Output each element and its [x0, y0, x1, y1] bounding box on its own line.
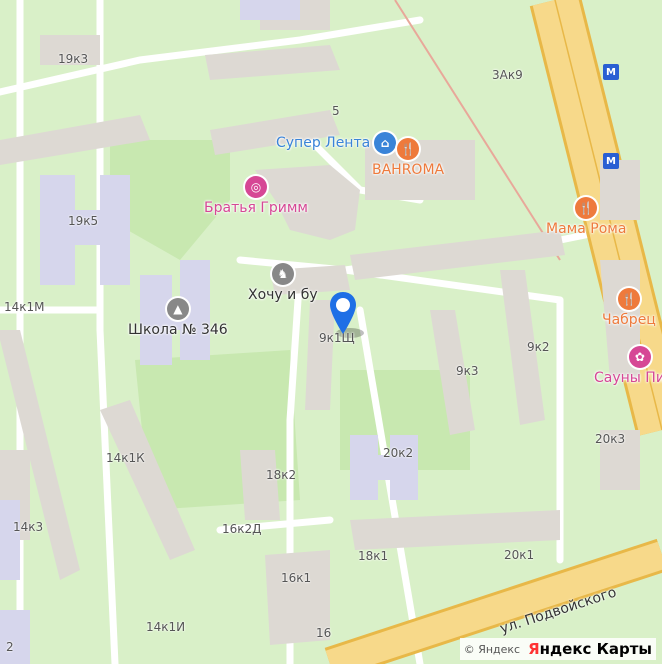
- building-label: 14к3: [13, 520, 44, 534]
- poi-label: Мама Рома: [546, 221, 627, 237]
- restaurant-icon: 🍴: [617, 288, 640, 310]
- yandex-maps-logo[interactable]: Яндекс Карты: [528, 640, 652, 658]
- restaurant-icon: 🍴: [575, 197, 598, 219]
- poi-hochu[interactable]: ♞ Хочу и бу: [248, 263, 318, 303]
- building-label: 19к3: [58, 52, 89, 66]
- metro-icon[interactable]: М: [603, 64, 619, 80]
- building-label: 5: [332, 104, 340, 118]
- poi-label: Школа № 346: [128, 322, 228, 338]
- poi-label: Хочу и бу: [248, 287, 318, 303]
- restaurant-icon: 🍴: [397, 138, 420, 160]
- building-label: 20к3: [595, 432, 626, 446]
- location-pin-icon[interactable]: [328, 290, 358, 336]
- building-label: 2: [6, 640, 14, 654]
- poi-bratya[interactable]: ◎ Братья Гримм: [204, 176, 308, 216]
- poi-label: Чабрец: [602, 312, 656, 328]
- building-label: 9к1Щ: [319, 331, 355, 345]
- building-label: 18к1: [358, 549, 389, 563]
- building-label: 14к1М: [4, 300, 45, 314]
- poi-label: Сауны Пи: [594, 370, 662, 386]
- building-label: 18к2: [266, 468, 297, 482]
- poi-label: BAHROMA: [372, 162, 445, 178]
- shopping-basket-icon: ⌂: [374, 132, 397, 154]
- poi-bahroma[interactable]: 🍴 BAHROMA: [372, 138, 444, 178]
- building-label: 14к1И: [146, 620, 186, 634]
- building-label: 16: [316, 626, 332, 640]
- theater-icon: ◎: [245, 176, 267, 198]
- poi-shkola[interactable]: ▲ Школа № 346: [128, 298, 228, 338]
- building-label: 16к1: [281, 571, 312, 585]
- building-label: 16к2Д: [222, 522, 262, 536]
- building-label: 14к1К: [106, 451, 145, 465]
- poi-mamaroma[interactable]: 🍴 Мама Рома: [546, 197, 626, 237]
- building-label: 3Ак9: [492, 68, 523, 82]
- poi-label: Супер Лента: [276, 135, 371, 151]
- poi-superlenta[interactable]: Супер Лента ⌂: [276, 132, 397, 154]
- graduation-cap-icon: ▲: [166, 298, 189, 320]
- copyright-text: © Яндекс: [463, 642, 521, 656]
- building-label: 9к2: [527, 340, 550, 354]
- building-label: 20к1: [504, 548, 535, 562]
- poi-label: Братья Гримм: [204, 200, 308, 216]
- building-label: 20к2: [383, 446, 414, 460]
- lotus-icon: ✿: [628, 346, 651, 368]
- toy-horse-icon: ♞: [271, 263, 294, 285]
- building-label: 9к3: [456, 364, 479, 378]
- poi-sauny[interactable]: ✿ Сауны Пи: [594, 346, 662, 386]
- building-label: 19к5: [68, 214, 99, 228]
- poi-chabrec[interactable]: 🍴 Чабрец: [602, 288, 656, 328]
- metro-icon[interactable]: М: [603, 153, 619, 169]
- map-attribution[interactable]: © Яндекс Яндекс Карты: [459, 638, 656, 660]
